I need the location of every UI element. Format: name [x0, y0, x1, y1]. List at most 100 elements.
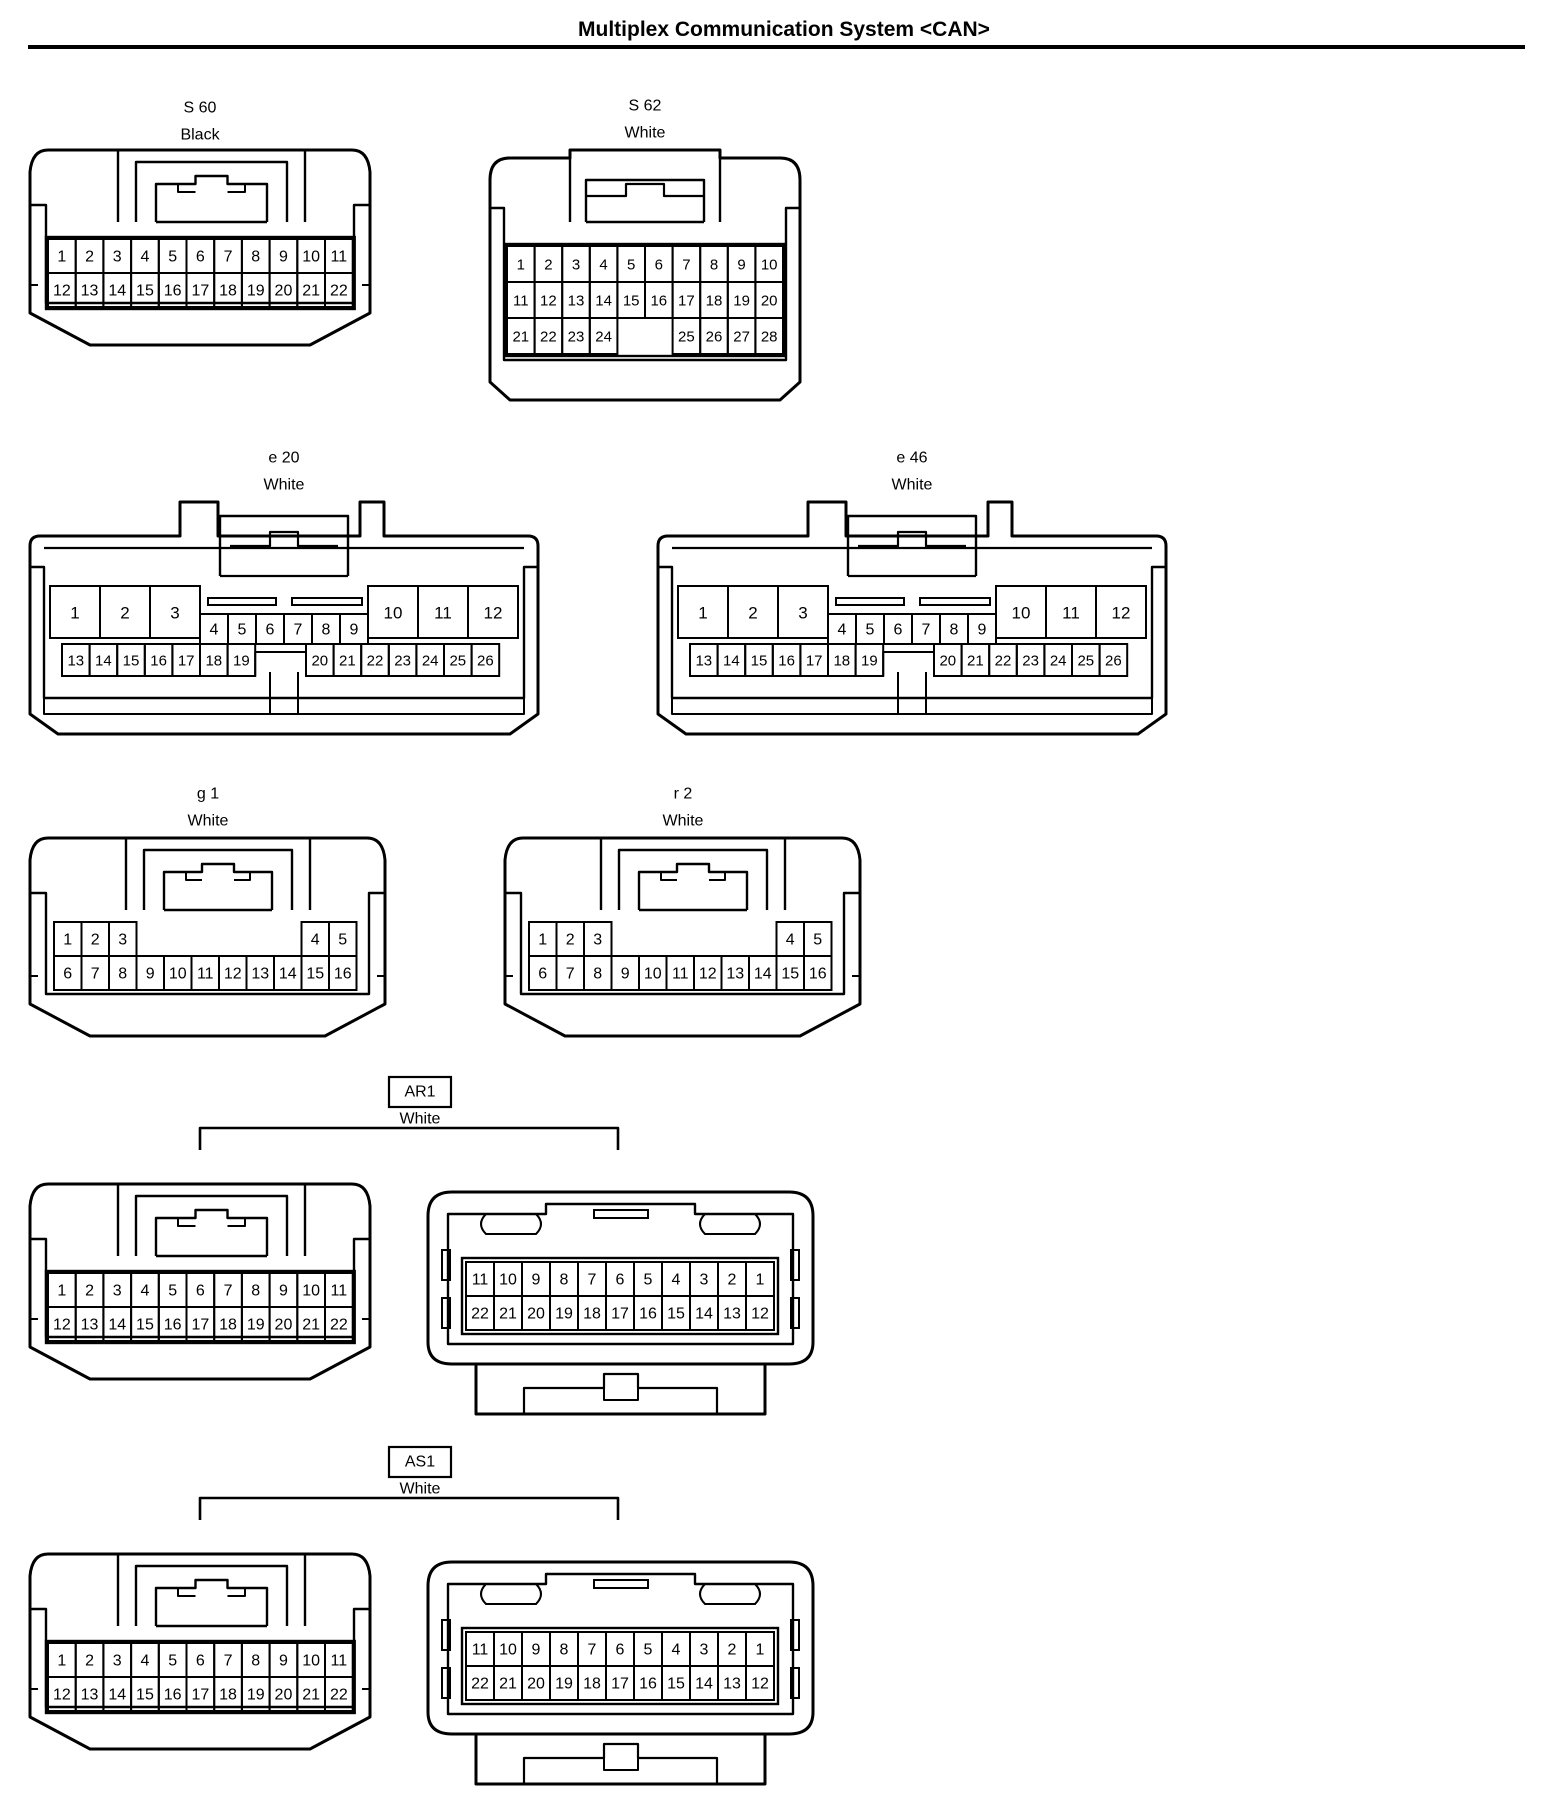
- pin-number: 17: [191, 1687, 209, 1704]
- pin-number: 2: [544, 257, 552, 274]
- pin-number: 10: [1012, 604, 1031, 623]
- pin-cell: [1098, 643, 1129, 677]
- pin-cell: [803, 955, 833, 991]
- pin-number: 14: [595, 293, 612, 310]
- pin-number: 10: [384, 604, 403, 623]
- pin-number: 14: [108, 283, 126, 300]
- housing-outline: [177, 184, 246, 193]
- pin-number: 18: [205, 653, 222, 670]
- housing-outline: [882, 651, 935, 676]
- pin-number: 19: [555, 1676, 573, 1693]
- pin-number: 7: [224, 249, 233, 266]
- pin-cell: [470, 643, 501, 677]
- connector-id: AR1: [404, 1084, 435, 1101]
- pin-cell: [324, 1306, 354, 1342]
- housing-outline: [162, 862, 274, 910]
- pin-number: 16: [334, 966, 352, 983]
- housing-outline: [28, 836, 387, 1038]
- housing-outline: [142, 848, 294, 910]
- pin-field: [503, 242, 787, 358]
- pin-number: 13: [81, 283, 99, 300]
- pin-number: 23: [568, 329, 585, 346]
- pin-field: [44, 1269, 356, 1345]
- housing-outline: [637, 862, 749, 910]
- pin-number: 2: [566, 932, 575, 949]
- pin-number: 5: [644, 1642, 653, 1659]
- pin-number: 5: [168, 1283, 177, 1300]
- pin-number: 26: [706, 329, 723, 346]
- pin-number: 5: [238, 622, 247, 639]
- pin-number: 8: [322, 622, 331, 639]
- housing-outline: [154, 1208, 269, 1256]
- pin-number: 8: [560, 1272, 569, 1289]
- housing-outline: [658, 565, 1166, 700]
- connector-color: White: [264, 477, 305, 494]
- housing-outline: [446, 1572, 795, 1716]
- housing-outline: [505, 891, 860, 996]
- pin-number: 15: [667, 1676, 685, 1693]
- pin-number: 6: [196, 1283, 205, 1300]
- pin-number: 10: [499, 1642, 517, 1659]
- pin-number: 19: [733, 293, 750, 310]
- pin-number: 9: [978, 622, 987, 639]
- pin-number: 3: [593, 932, 602, 949]
- page-title: Multiplex Communication System <CAN>: [578, 18, 990, 41]
- pin-number: 6: [63, 966, 72, 983]
- housing-outline: [154, 174, 269, 222]
- housing-outline: [671, 698, 1153, 715]
- pin-number: 17: [806, 653, 823, 670]
- pin-number: 12: [53, 1687, 71, 1704]
- pin-number: 1: [63, 932, 72, 949]
- pin-number: 14: [723, 653, 740, 670]
- connector-color: White: [188, 813, 229, 830]
- pin-number: 24: [1050, 653, 1067, 670]
- housing-outline: [28, 1552, 372, 1751]
- pin-number: 26: [1105, 653, 1122, 670]
- pin-number: 13: [81, 1687, 99, 1704]
- housing-outline: [617, 848, 769, 910]
- side-rib: [441, 1249, 451, 1281]
- pin-number: 19: [555, 1306, 573, 1323]
- pin-number: 11: [331, 1653, 348, 1670]
- housing-outline: [490, 206, 800, 362]
- housing-outline: [522, 1742, 719, 1784]
- pin-number: 12: [1112, 604, 1131, 623]
- housing-outline: [446, 1202, 795, 1346]
- pin-number: 17: [611, 1306, 629, 1323]
- pin-cell: [324, 1676, 354, 1712]
- pin-number: 7: [294, 622, 303, 639]
- housing-outline: [599, 838, 787, 910]
- connector-color: White: [400, 1481, 441, 1498]
- pin-number: 1: [57, 1283, 66, 1300]
- housing-outline: [230, 530, 338, 548]
- pin-number: 6: [616, 1272, 625, 1289]
- pin-number: 11: [472, 1642, 489, 1659]
- pin-number: 2: [120, 604, 129, 623]
- connector-id: r 2: [674, 786, 693, 803]
- pin-number: 17: [191, 1317, 209, 1334]
- connector-id: e 20: [268, 450, 299, 467]
- pin-number: 10: [302, 249, 320, 266]
- pin-cell: [328, 955, 358, 991]
- housing-outline: [858, 530, 966, 548]
- pin-number: 21: [967, 653, 984, 670]
- pin-cell: [588, 317, 619, 355]
- pin-number: 21: [339, 653, 356, 670]
- pin-number: 24: [422, 653, 439, 670]
- pin-number: 15: [136, 283, 154, 300]
- pin-number: 19: [247, 1687, 265, 1704]
- pin-number: 2: [728, 1272, 737, 1289]
- pin-number: 10: [302, 1283, 320, 1300]
- pin-field: [44, 235, 356, 311]
- pin-number: 3: [113, 1653, 122, 1670]
- pin-number: 9: [279, 1653, 288, 1670]
- pin-number: 22: [330, 1317, 348, 1334]
- pin-number: 15: [623, 293, 640, 310]
- housing-outline: [699, 1213, 761, 1235]
- pin-number: 17: [178, 653, 195, 670]
- title-rule: [28, 45, 1525, 49]
- pin-number: 18: [706, 293, 723, 310]
- pin-number: 3: [113, 1283, 122, 1300]
- housing-outline: [610, 922, 778, 956]
